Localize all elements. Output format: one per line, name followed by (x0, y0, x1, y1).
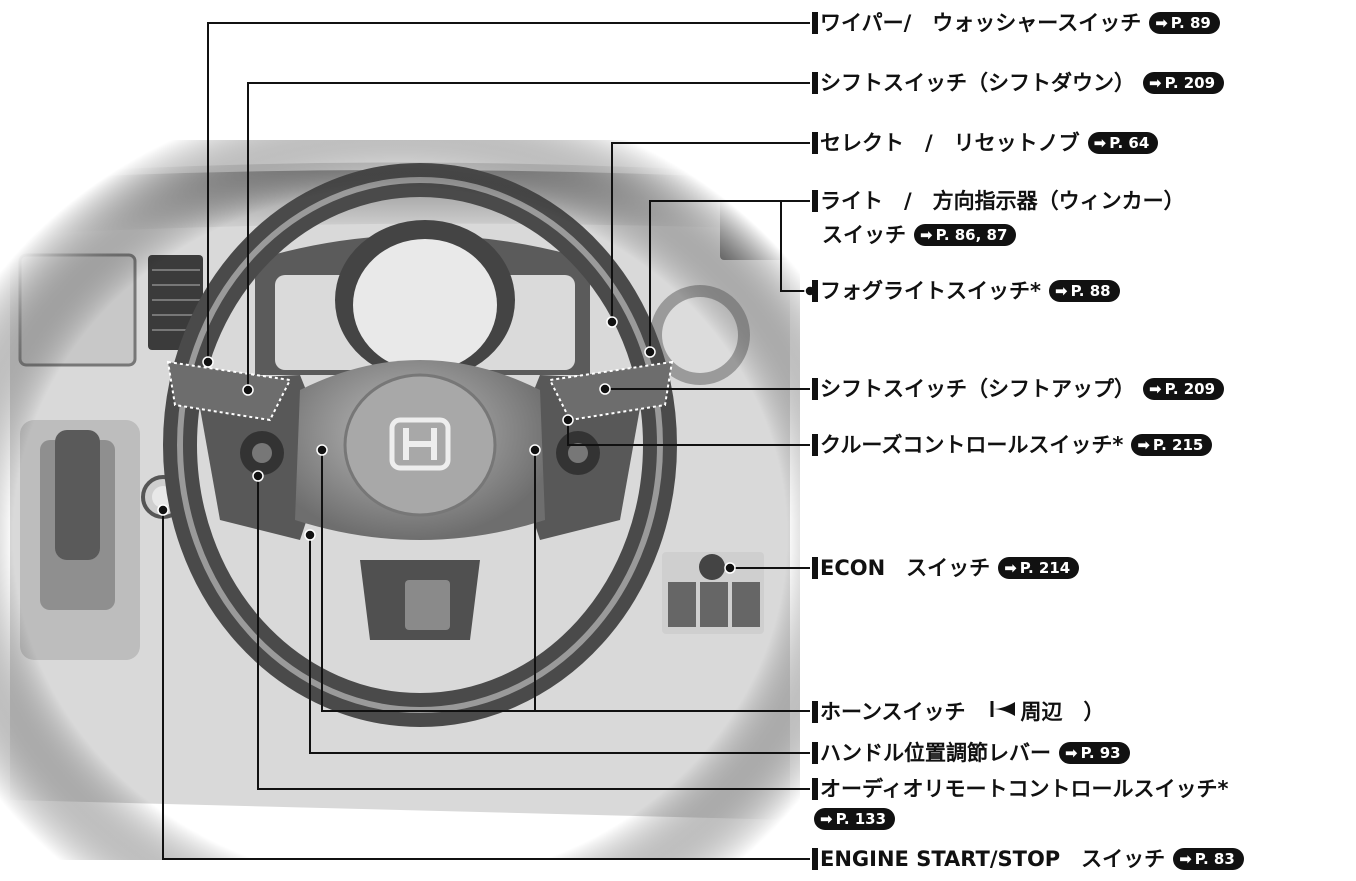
callout-text: ワイパー/ ウォッシャースイッチ (820, 11, 1142, 35)
horn-icon (989, 698, 1019, 726)
page-ref[interactable]: ➡P. 64 (1087, 132, 1159, 154)
page-ref[interactable]: ➡P. 93 (1059, 742, 1130, 764)
right-arrow-icon: ➡ (1155, 14, 1168, 32)
right-arrow-icon: ➡ (1149, 74, 1162, 92)
right-arrow-icon: ➡ (1065, 744, 1078, 762)
callout-text: シフトスイッチ（シフトアップ） (820, 377, 1135, 401)
leader-cruise-dot (562, 414, 574, 426)
right-arrow-icon: ➡ (1004, 559, 1017, 577)
callout-engine-start-stop: ENGINE START/STOP スイッチ ➡P. 83 (812, 846, 1244, 872)
leader-start-dot (157, 504, 169, 516)
page-ref[interactable]: ➡P. 133 (814, 808, 896, 830)
callout-fog-light: フォグライトスイッチ* ➡P. 88 (812, 278, 1120, 304)
page-ref[interactable]: ➡P. 88 (1048, 280, 1120, 302)
leader-light (649, 200, 810, 352)
leader-shift-down-dot (242, 384, 254, 396)
callout-text: ライト / 方向指示器（ウィンカー） (820, 189, 1185, 213)
callout-text: ホーンスイッチ (820, 700, 987, 724)
leader-steering-lever-dot (304, 529, 316, 541)
callout-text: オーディオリモートコントロールスイッチ* (820, 777, 1229, 801)
leader-light-dot (644, 346, 656, 358)
leader-wiper-dot (202, 356, 214, 368)
page-ref[interactable]: ➡P. 209 (1143, 72, 1225, 94)
callout-select-reset-knob: セレクト / リセットノブ ➡P. 64 (812, 130, 1159, 156)
right-arrow-icon: ➡ (820, 810, 833, 828)
callout-text: クルーズコントロールスイッチ* (820, 433, 1124, 457)
callout-econ-switch: ECON スイッチ ➡P. 214 (812, 555, 1080, 581)
callout-text: フォグライトスイッチ* (820, 279, 1041, 303)
callout-text-suffix: 周辺 ） (1020, 700, 1105, 724)
callout-wiper-switch: ワイパー/ ウォッシャースイッチ ➡P. 89 (812, 10, 1220, 36)
page-ref[interactable]: ➡P. 83 (1173, 848, 1244, 870)
leader-horn-dot (316, 444, 328, 456)
callout-text: セレクト / リセットノブ (820, 131, 1080, 155)
leader-select-knob-dot (606, 316, 618, 328)
leader-shift-down (247, 82, 810, 390)
callout-audio-remote: オーディオリモートコントロールスイッチ* (812, 776, 1229, 802)
callout-text: ハンドル位置調節レバー (820, 741, 1051, 765)
leader-light-branch (780, 201, 810, 292)
callout-horn-switch: ホーンスイッチ 周辺 ） (812, 698, 1105, 726)
callout-text: スイッチ (822, 223, 906, 247)
page-ref[interactable]: ➡P. 86, 87 (914, 224, 1017, 246)
leader-horn (321, 450, 810, 712)
callout-shift-up: シフトスイッチ（シフトアップ） ➡P. 209 (812, 376, 1225, 402)
page-ref[interactable]: ➡P. 214 (998, 557, 1080, 579)
right-arrow-icon: ➡ (1179, 850, 1192, 868)
leader-start (162, 510, 810, 860)
callout-audio-remote-cont: ➡P. 133 (814, 808, 896, 830)
leader-horn-right-dot (529, 444, 541, 456)
page-ref[interactable]: ➡P. 215 (1131, 434, 1213, 456)
page-ref[interactable]: ➡P. 209 (1143, 378, 1225, 400)
callout-text: シフトスイッチ（シフトダウン） (820, 71, 1135, 95)
leader-cruise (567, 420, 810, 446)
callout-light-turn-signal: ライト / 方向指示器（ウィンカー） (812, 188, 1185, 214)
callout-cruise-control: クルーズコントロールスイッチ* ➡P. 215 (812, 432, 1213, 458)
right-arrow-icon: ➡ (920, 226, 933, 244)
leader-audio-dot (252, 470, 264, 482)
callout-text: ECON スイッチ (820, 556, 991, 580)
right-arrow-icon: ➡ (1137, 436, 1150, 454)
callout-steering-adjust-lever: ハンドル位置調節レバー ➡P. 93 (812, 740, 1130, 766)
callout-text: ENGINE START/STOP スイッチ (820, 847, 1166, 871)
page-ref[interactable]: ➡P. 89 (1149, 12, 1220, 34)
leader-wiper (207, 22, 810, 362)
leader-steering-lever (309, 535, 810, 754)
right-arrow-icon: ➡ (1054, 282, 1068, 300)
leader-econ-dot (724, 562, 736, 574)
leader-shift-up-dot (599, 383, 611, 395)
leader-select-knob (611, 142, 810, 322)
callout-shift-down: シフトスイッチ（シフトダウン） ➡P. 209 (812, 70, 1225, 96)
callout-light-turn-signal-cont: スイッチ ➡P. 86, 87 (822, 222, 1017, 248)
right-arrow-icon: ➡ (1149, 380, 1162, 398)
leader-audio (257, 476, 810, 790)
right-arrow-icon: ➡ (1093, 134, 1107, 152)
